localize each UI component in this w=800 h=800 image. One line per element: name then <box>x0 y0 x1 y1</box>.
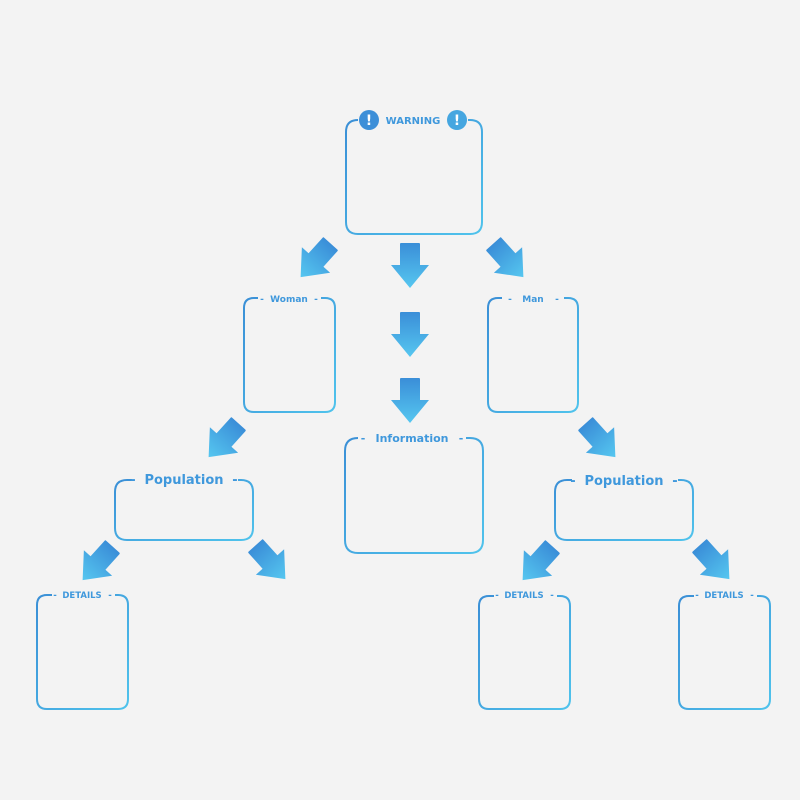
details-left-box <box>36 594 129 710</box>
exclamation-icon-glyph-right: ! <box>454 113 460 129</box>
svg-text:-: - <box>459 432 464 445</box>
woman-label: Woman <box>270 295 308 305</box>
arrow-down-right-icon <box>685 532 744 592</box>
woman-box <box>243 297 336 413</box>
woman-node: Woman - - <box>243 295 336 413</box>
details-right-node: DETAILS - - <box>678 591 771 710</box>
svg-text:-: - <box>570 474 575 489</box>
exclamation-icon: ! <box>359 110 379 130</box>
warning-box <box>345 119 483 235</box>
population-right-node: Population - - <box>554 474 694 541</box>
warning-label: WARNING <box>386 116 441 127</box>
details-left-label: DETAILS <box>62 591 101 601</box>
population-left-box <box>114 479 254 541</box>
svg-text:-: - <box>550 591 554 601</box>
arrow-down-left-icon <box>286 230 345 290</box>
arrow-down-icon <box>391 378 429 423</box>
svg-text:-: - <box>53 591 57 601</box>
svg-text:-: - <box>672 474 677 489</box>
man-label: Man <box>522 295 543 305</box>
svg-text:-: - <box>508 295 512 305</box>
details-left-node: DETAILS - - <box>36 591 129 710</box>
information-node: Information - - <box>344 432 484 554</box>
exclamation-icon-glyph-left: ! <box>366 113 372 129</box>
population-right-box <box>554 479 694 541</box>
arrow-down-left-icon <box>194 410 253 470</box>
svg-text:-: - <box>750 591 754 601</box>
details-mid-label: DETAILS <box>504 591 543 601</box>
population-right-label: Population <box>584 474 663 489</box>
arrow-down-right-icon <box>571 410 630 470</box>
arrow-down-icon <box>391 243 429 288</box>
svg-text:-: - <box>232 473 237 488</box>
details-right-box <box>678 595 771 710</box>
arrow-down-right-icon <box>241 532 300 592</box>
arrows <box>68 230 744 593</box>
svg-text:-: - <box>695 591 699 601</box>
svg-text:-: - <box>495 591 499 601</box>
man-box <box>487 297 579 413</box>
svg-text:-: - <box>314 295 318 305</box>
details-mid-node: DETAILS - - <box>478 591 571 710</box>
arrow-down-right-icon <box>479 230 538 290</box>
svg-text:-: - <box>130 473 135 488</box>
population-left-label: Population <box>144 473 223 488</box>
exclamation-icon: ! <box>447 110 467 130</box>
svg-text:-: - <box>555 295 559 305</box>
arrow-down-left-icon <box>68 533 127 593</box>
svg-text:-: - <box>108 591 112 601</box>
information-label: Information <box>376 432 449 445</box>
information-box <box>344 437 484 554</box>
svg-text:-: - <box>260 295 264 305</box>
svg-text:-: - <box>361 432 366 445</box>
details-mid-box <box>478 595 571 710</box>
arrow-down-left-icon <box>508 533 567 593</box>
arrow-down-icon <box>391 312 429 357</box>
warning-node: ! WARNING ! <box>345 110 483 235</box>
man-node: Man - - <box>487 295 579 413</box>
details-right-label: DETAILS <box>704 591 743 601</box>
population-left-node: Population - - <box>114 473 254 541</box>
